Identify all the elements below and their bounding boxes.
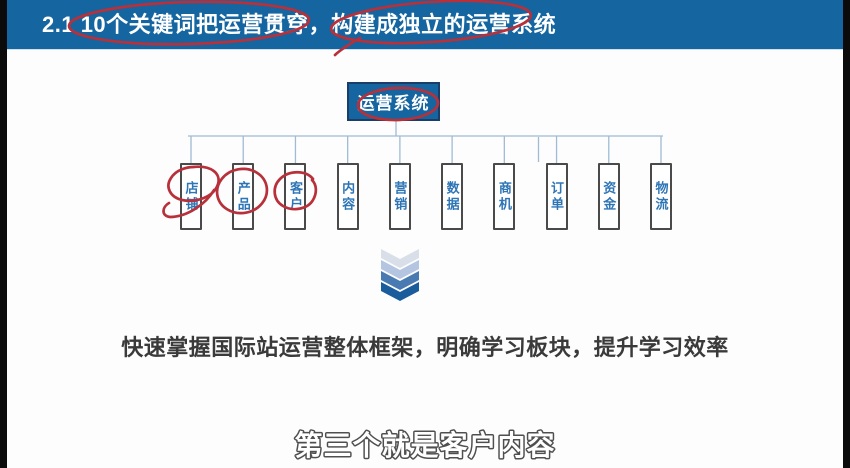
org-node: 产品 — [232, 163, 255, 230]
org-node-label: 产品 — [235, 180, 251, 213]
slide-title: 2.1 10个关键词把运营贯穿，构建成独立的运营系统 — [42, 12, 557, 37]
subtitle-caption: 第三个就是客户内容 — [293, 428, 556, 463]
subtitle-caption-text: 第三个就是客户内容 — [294, 429, 555, 461]
org-node: 营销 — [388, 163, 411, 230]
org-node: 资金 — [597, 163, 620, 230]
nodes-row: 店铺 产品 客户 内容 营销 数据 商机 订单 资金 物流 — [180, 163, 672, 230]
org-node: 数据 — [441, 163, 464, 230]
org-node-label: 数据 — [444, 180, 460, 213]
org-root-label: 运营系统 — [357, 94, 430, 113]
org-node: 物流 — [649, 163, 672, 230]
org-node-label: 营销 — [392, 180, 408, 213]
org-node-label: 商机 — [496, 180, 512, 213]
org-node: 店铺 — [180, 163, 202, 230]
header-bar: 2.1 10个关键词把运营贯穿，构建成独立的运营系统 — [7, 0, 843, 50]
org-node: 客户 — [284, 163, 307, 230]
org-node-label: 资金 — [601, 180, 617, 213]
chevron-down-arrow-icon — [381, 249, 419, 301]
letterbox-right — [843, 0, 850, 468]
summary-text: 快速掌握国际站运营整体框架，明确学习板块，提升学习效率 — [121, 335, 729, 360]
letterbox-left — [0, 0, 7, 468]
org-node: 内容 — [336, 163, 359, 230]
org-node-label: 内容 — [340, 180, 356, 213]
org-node: 商机 — [493, 163, 516, 230]
org-node: 订单 — [545, 163, 568, 230]
org-node-label: 客户 — [287, 180, 303, 213]
org-root-node: 运营系统 — [347, 82, 440, 121]
org-node-label: 店铺 — [183, 180, 199, 213]
org-node-label: 订单 — [549, 180, 565, 213]
org-node-label: 物流 — [653, 180, 669, 213]
